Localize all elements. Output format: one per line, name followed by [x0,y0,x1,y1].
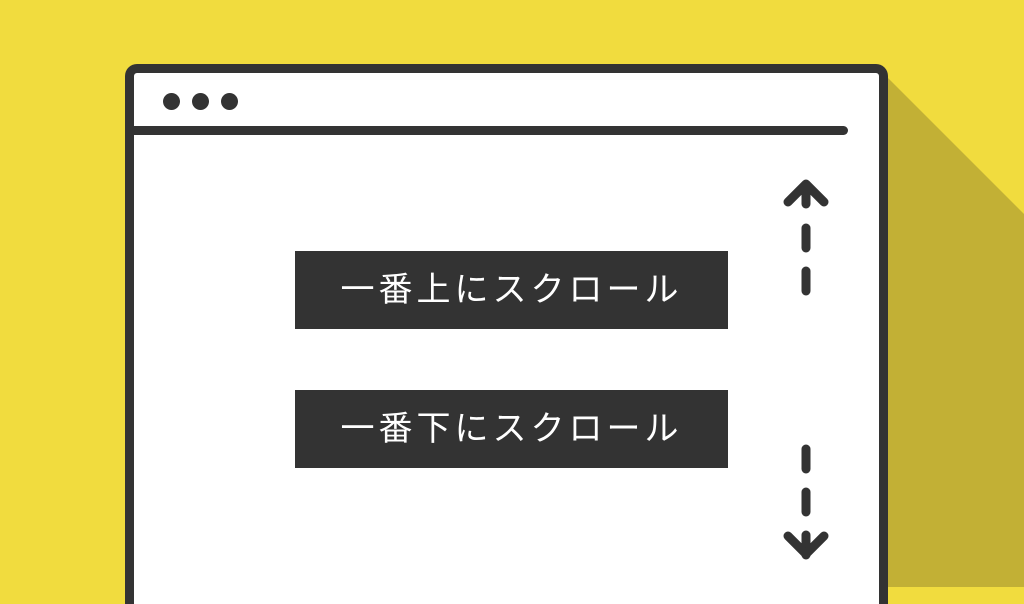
scroll-to-bottom-button[interactable]: 一番下にスクロール [295,390,728,468]
window-dot-icon [163,93,180,110]
long-shadow [880,70,1024,587]
window-dot-icon [221,93,238,110]
browser-window: 一番上にスクロール 一番下にスクロール [125,64,888,604]
arrow-down-dashed-icon [783,444,829,560]
title-bar [134,73,879,135]
window-dot-icon [192,93,209,110]
arrow-up-dashed-icon [783,179,829,296]
title-divider [134,126,848,135]
scroll-to-top-button[interactable]: 一番上にスクロール [295,251,728,329]
